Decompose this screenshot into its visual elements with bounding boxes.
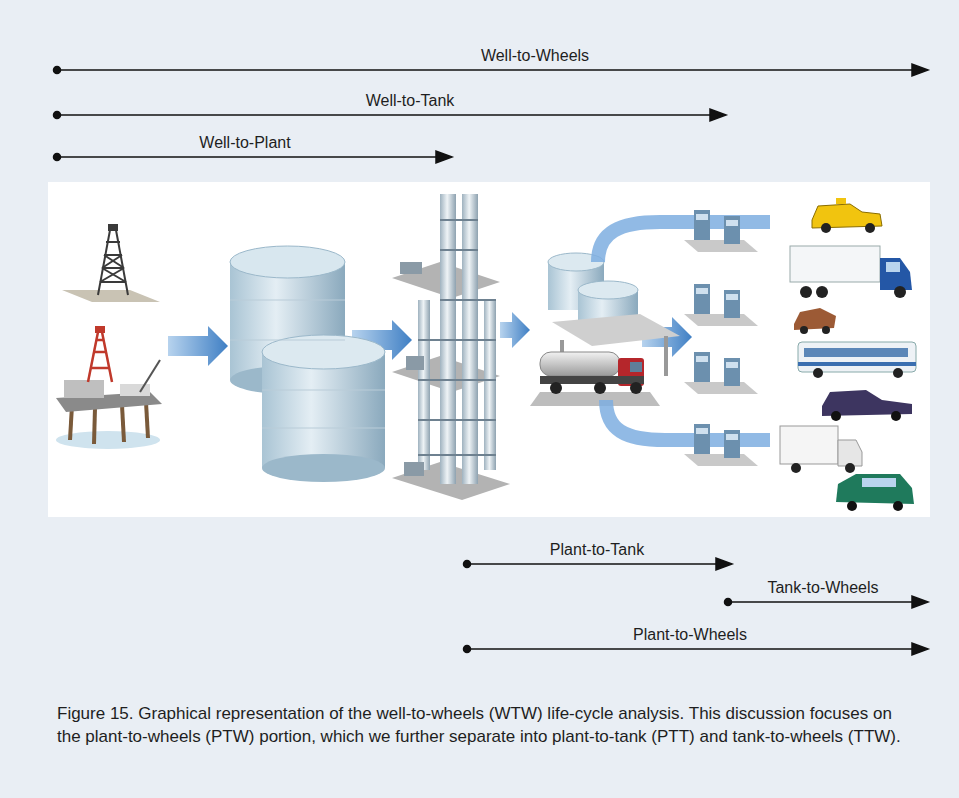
span-label: Well-to-Tank (366, 92, 455, 110)
span-label: Tank-to-Wheels (767, 579, 878, 597)
span-label: Well-to-Wheels (481, 47, 589, 65)
offshore-platform (56, 326, 162, 449)
vehicles (780, 198, 916, 511)
refinery (392, 194, 510, 500)
delivery-pipes (598, 222, 770, 440)
distribution-terminal (530, 253, 680, 406)
figure-caption: Figure 15. Graphical representation of t… (57, 702, 917, 748)
span-label: Plant-to-Wheels (633, 626, 747, 644)
fuel-pumps (684, 210, 758, 466)
span-label: Plant-to-Tank (550, 541, 644, 559)
illustration-panel (48, 182, 930, 517)
storage-tanks (230, 246, 385, 482)
oil-derrick (62, 224, 160, 302)
span-label: Well-to-Plant (199, 134, 290, 152)
